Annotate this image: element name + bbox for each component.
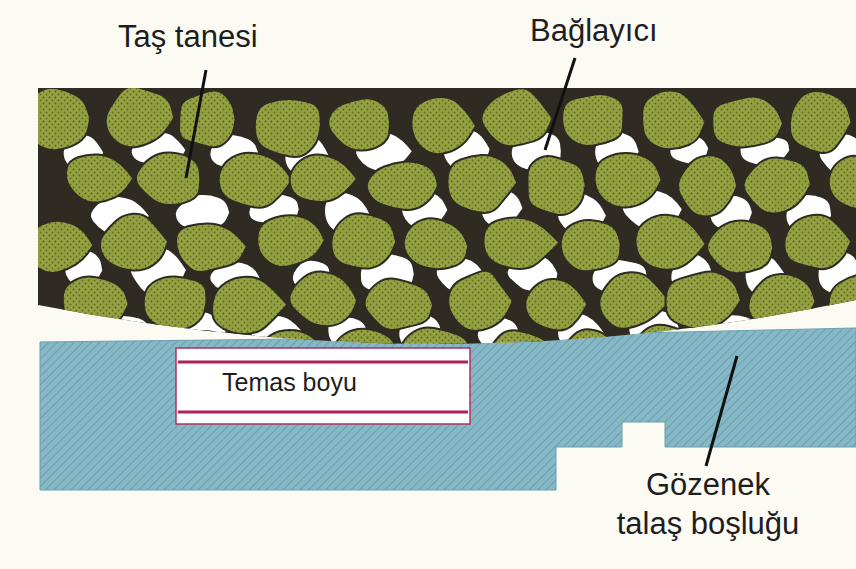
abrasive-grain [485,330,554,387]
part-label: Taş tanesi [118,18,258,57]
abrasive-grain [632,325,695,389]
abrasive-grain [176,223,247,272]
part-label: Bağlayıcı [530,12,658,51]
leader-line [706,356,737,466]
abrasive-grain [709,327,772,386]
pore [61,373,103,407]
abrasive-grain [599,272,669,328]
abrasive-grain [784,215,851,269]
abrasive-grain [255,99,321,157]
abrasive-grain [528,156,586,215]
abrasive-grain [561,329,626,389]
abrasive-grain [365,279,434,330]
abrasive-grain [525,279,587,330]
abrasive-grain [219,153,292,208]
abrasive-grain [744,157,811,213]
contact-label: Temas boyu [222,367,357,398]
abrasive-grain [678,155,737,216]
abrasive-grain [290,154,357,202]
abrasive-grain [289,272,357,327]
contact-box [176,348,470,424]
abrasive-grain [404,218,469,269]
pore [781,318,831,350]
abrasive-grain [562,94,623,146]
abrasive-grain [179,90,236,147]
abrasive-grain [829,156,856,209]
grinding-wheel [24,86,856,409]
abrasive-grain [783,334,851,383]
abrasive-grain [748,274,815,329]
contact-line [178,411,468,414]
abrasive-grain [561,220,621,271]
abrasive-grain [24,332,93,383]
pore [513,369,560,405]
abrasive-grain [666,272,741,329]
abrasive-grain [642,91,706,150]
abrasive-grain [100,214,168,271]
abrasive-grain [635,215,705,270]
pore [95,316,149,358]
abrasive-grain [481,88,552,146]
pore [667,371,721,406]
abrasive-grain [483,218,559,269]
abrasive-grain [106,86,175,147]
leader-line [545,58,575,150]
contact-line [178,361,468,364]
abrasive-grain [328,98,390,150]
abrasive-grain [790,91,852,153]
abrasive-grain [707,220,773,273]
abrasive-grain [712,96,783,147]
abrasive-grain [212,277,287,334]
abrasive-grain [448,271,513,331]
pore [827,366,856,406]
abrasive-grain [829,274,856,335]
abrasive-grain [257,215,325,267]
leader-line [186,70,206,178]
abrasive-grain [24,88,91,150]
abrasive-grain [99,328,169,382]
pore [751,362,794,401]
abrasive-grain [63,277,129,329]
part-label: Gözenek talaş boşluğu [614,466,803,544]
abrasive-grain [595,153,662,208]
abrasive-grain [144,277,207,330]
abrasive-grain [31,221,94,273]
abrasive-grain [66,154,134,202]
workpiece [40,328,856,490]
abrasive-grain [447,155,517,213]
pore [593,363,638,405]
abrasive-grain [331,213,396,268]
abrasive-grain [411,97,476,154]
abrasive-grain [367,162,438,210]
